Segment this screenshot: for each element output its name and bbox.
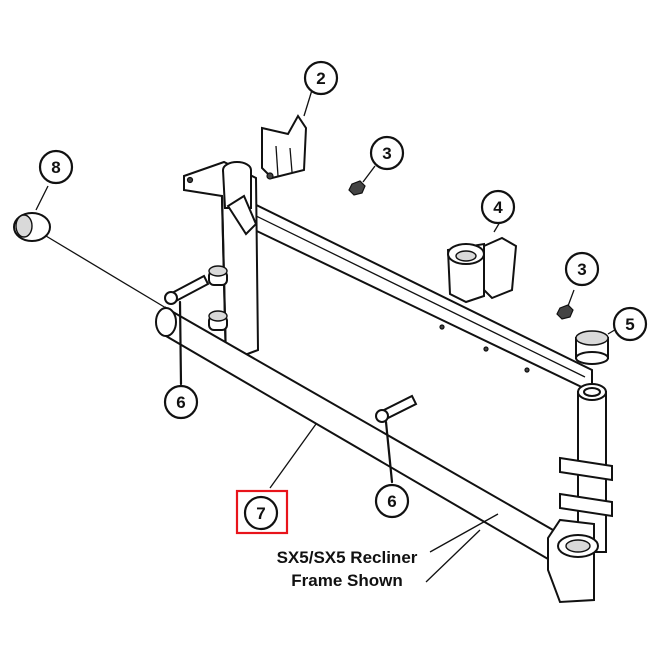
- callout-8-label: 8: [51, 158, 60, 177]
- callout-6-left: 6: [163, 384, 199, 420]
- leader-lines: [269, 423, 499, 583]
- upper-rail: [237, 194, 593, 394]
- callout-8: 8: [38, 149, 74, 185]
- callout-2: 2: [303, 60, 339, 96]
- callout-4-label: 4: [493, 198, 503, 217]
- callout-3-lower: 3: [564, 251, 600, 287]
- callout-6-right: 6: [374, 483, 410, 519]
- callout-5: 5: [612, 306, 648, 342]
- callout-7: 7: [235, 489, 289, 535]
- callout-6-left-label: 6: [176, 393, 185, 412]
- part-2-bracket: [261, 89, 313, 180]
- lower-side-tube: [155, 306, 599, 604]
- caption-line-1: SX5/SX5 Recliner: [277, 548, 418, 567]
- pin-right: [375, 394, 418, 484]
- callout-6-right-label: 6: [387, 492, 396, 511]
- callout-7-highlight: [235, 489, 289, 535]
- part-3-nut-upper: [348, 165, 376, 196]
- part-4-clamp: [446, 221, 518, 304]
- caption-line-2: Frame Shown: [291, 571, 402, 590]
- left-post: [183, 160, 260, 364]
- callout-3-lower-label: 3: [577, 260, 586, 279]
- part-5-cap: [575, 327, 619, 365]
- callout-3-upper-label: 3: [382, 144, 391, 163]
- callout-5-label: 5: [625, 315, 634, 334]
- callout-4: 4: [480, 189, 516, 225]
- part-8-end-cap: [13, 185, 167, 309]
- callout-2-label: 2: [316, 69, 325, 88]
- callout-7-label: 7: [256, 504, 265, 523]
- pin-left: [164, 274, 210, 386]
- callout-3-upper: 3: [369, 135, 405, 171]
- part-3-nut-lower: [556, 289, 575, 320]
